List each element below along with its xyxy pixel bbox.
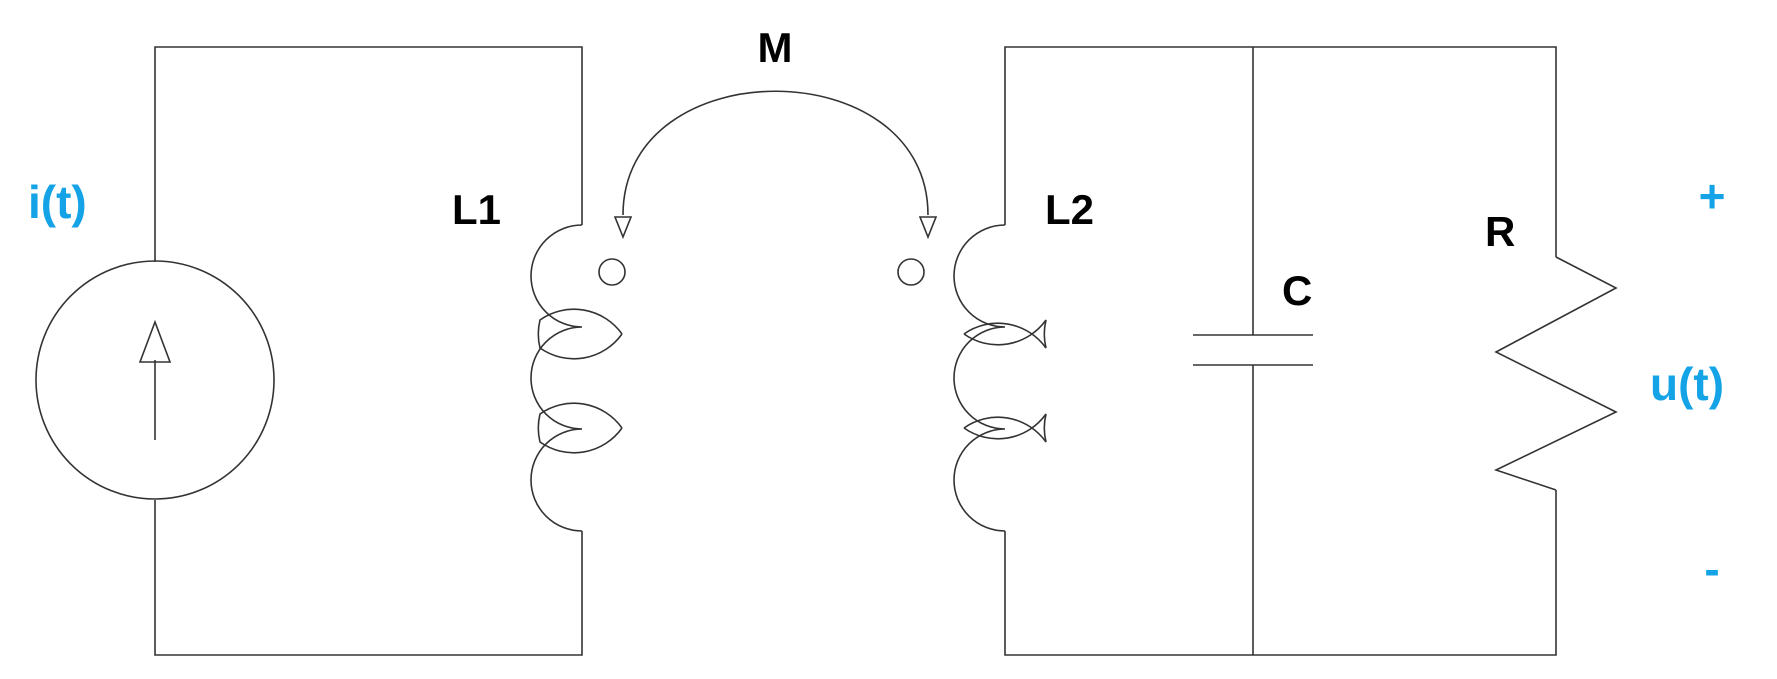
secondary-loop	[1004, 46, 1557, 656]
current-source-circle	[35, 260, 275, 500]
source-current-label: i(t)	[28, 176, 87, 228]
mutual-inductance-label: M	[758, 24, 793, 71]
inductor-l2-dot	[897, 258, 925, 286]
current-source	[35, 260, 275, 500]
inductor-l2-loop-upper	[963, 319, 1047, 349]
primary-wire-bottom	[154, 500, 583, 656]
inductor-l1-winding	[530, 224, 583, 532]
inductor-l1-dot	[598, 258, 626, 286]
inductor-l1-loop-upper	[537, 308, 623, 360]
plus-terminal-label: +	[1699, 170, 1726, 222]
mutual-arrow-head-right	[918, 216, 938, 240]
mutual-inductance	[613, 90, 938, 240]
inductor-l2	[897, 224, 1047, 532]
inductor-l1-label: L1	[452, 186, 501, 233]
inductor-l2-winding	[953, 224, 1006, 532]
inductor-l1	[530, 224, 626, 532]
inductor-l1-loop-lower	[537, 402, 623, 454]
secondary-wire-bottom	[1004, 490, 1557, 656]
capacitor	[1193, 334, 1313, 366]
capacitor-label: C	[1282, 267, 1312, 314]
minus-terminal-label: -	[1704, 543, 1719, 595]
current-source-arrow-head	[138, 319, 172, 363]
resistor-zigzag	[1493, 256, 1618, 491]
inductor-l2-loop-lower	[963, 413, 1047, 443]
secondary-wire-top	[1004, 46, 1557, 257]
resistor-label: R	[1485, 208, 1515, 255]
primary-loop	[154, 46, 583, 656]
mutual-inductance-arc	[622, 90, 929, 216]
primary-wire-top	[154, 46, 583, 262]
output-voltage-label: u(t)	[1650, 358, 1724, 410]
inductor-l2-label: L2	[1045, 186, 1094, 233]
resistor	[1493, 256, 1618, 491]
mutual-arrow-head-left	[613, 216, 633, 240]
